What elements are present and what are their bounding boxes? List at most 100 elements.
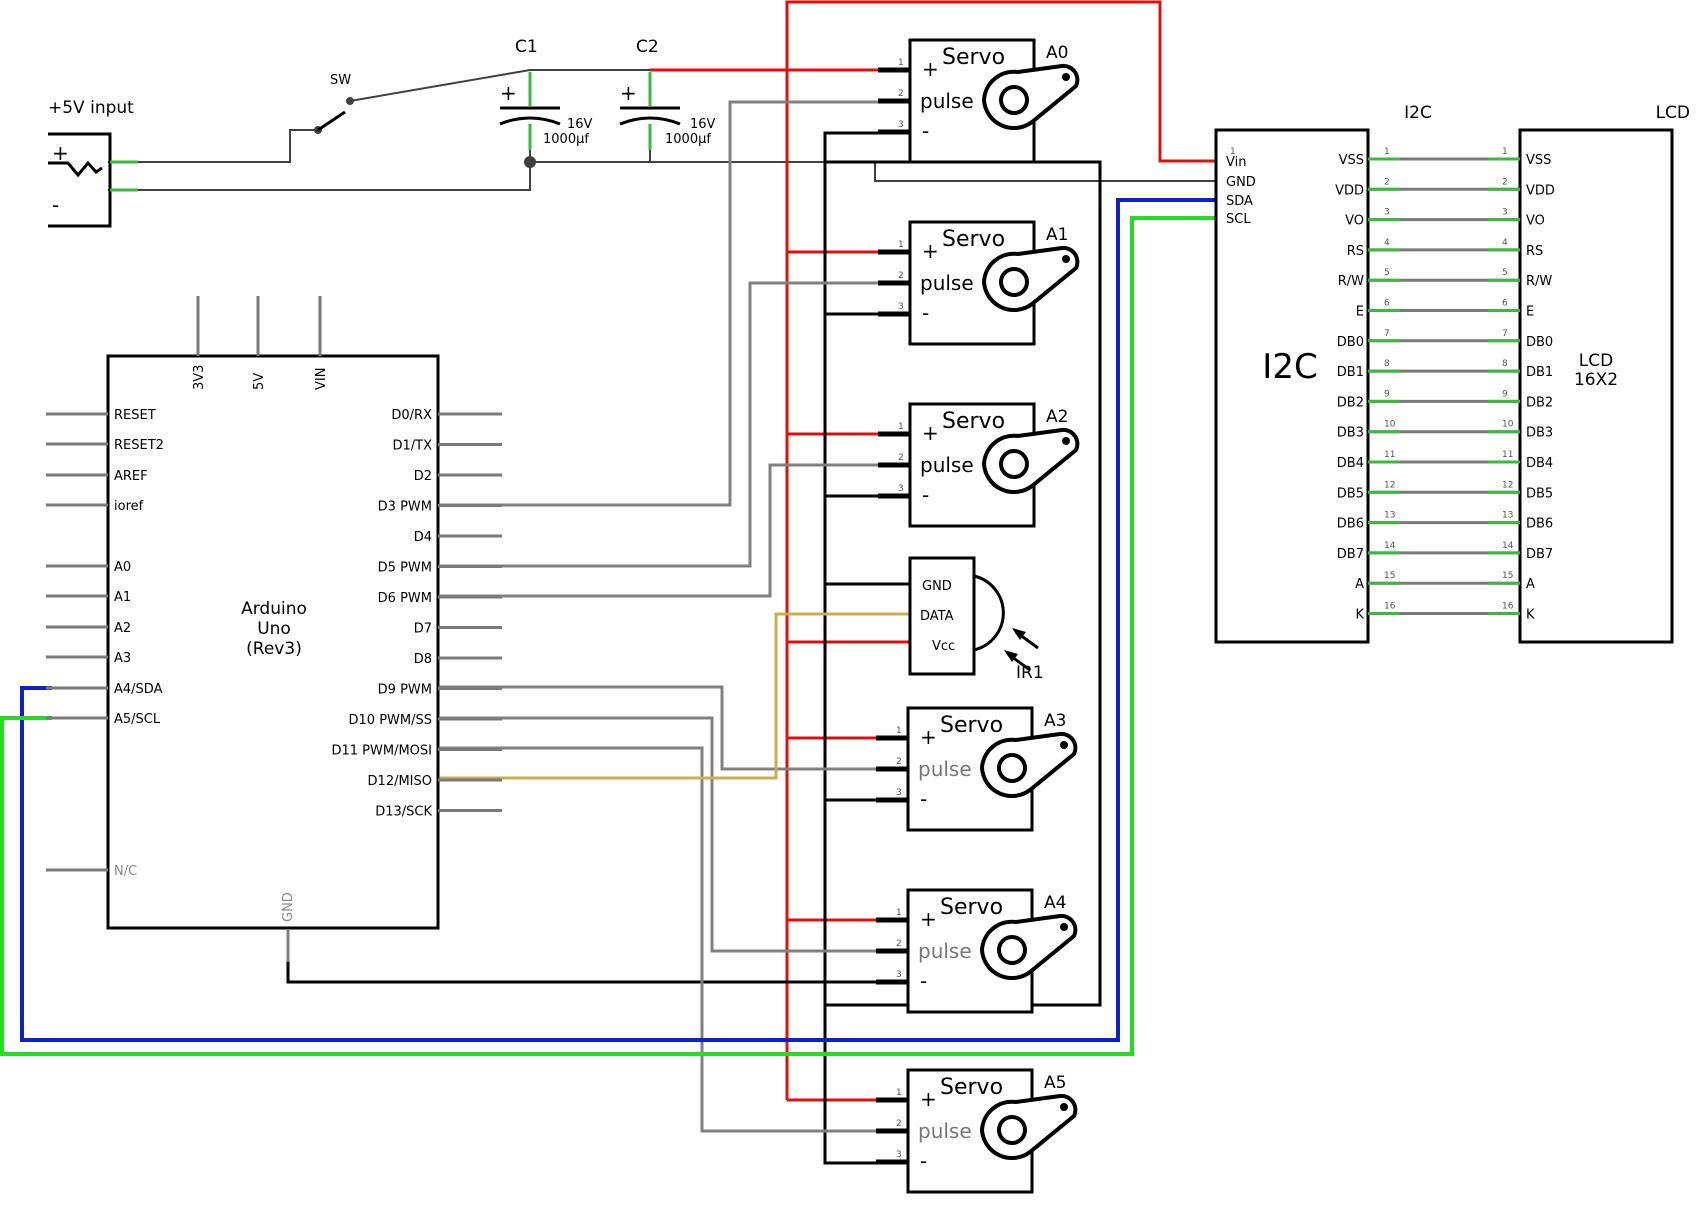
servo-plus-label: + xyxy=(920,725,937,749)
servo-name: A4 xyxy=(1044,893,1066,913)
servo-name: A5 xyxy=(1044,1073,1066,1093)
arduino-body xyxy=(106,354,440,930)
lcd-link-db7: DB7 DB7 14 14 xyxy=(1337,541,1553,562)
wires xyxy=(0,0,1216,1165)
servo-horn-hole xyxy=(1060,923,1068,931)
ir-sensor: GND DATA Vcc IR1 xyxy=(908,556,1044,683)
lcd-pin-label-db7: DB7 xyxy=(1526,547,1553,562)
power-input: +5V input + - xyxy=(48,98,138,228)
arduino-pin-label-vin: VIN xyxy=(314,368,329,390)
i2c-pin-label-db6: DB6 xyxy=(1337,517,1364,532)
i2c-pin-label-r-w: R/W xyxy=(1338,274,1364,289)
i2c-host-pin-vin: Vin xyxy=(1226,155,1246,170)
servo-title: Servo xyxy=(940,895,1003,920)
lcd-pin-label-k: K xyxy=(1526,608,1535,623)
power-input-label: +5V input xyxy=(48,98,134,118)
arduino-pin-label-d13-sck: D13/SCK xyxy=(375,805,432,820)
arduino-pin-label-d3-pwm: D3 PWM xyxy=(378,500,432,515)
servo-pin-number: 2 xyxy=(898,89,904,99)
servo-horn-hole xyxy=(1062,73,1070,81)
lcd-pin-number: 14 xyxy=(1502,541,1514,551)
servo-pin-number: 2 xyxy=(896,757,902,767)
servo-shaft-icon xyxy=(999,449,1029,479)
i2c-pin-number: 7 xyxy=(1384,329,1390,339)
wire-switch-to-c1 xyxy=(349,69,660,102)
switch-label: SW xyxy=(330,73,351,88)
arduino-pin-label-reset2: RESET2 xyxy=(114,438,164,453)
servo-minus-label: - xyxy=(922,301,929,325)
lcd-pin-label-rs: RS xyxy=(1526,244,1543,259)
c1-ground-junction xyxy=(524,156,536,168)
wire-sig-a4 xyxy=(440,716,878,953)
i2c-pin-number: 13 xyxy=(1384,511,1395,521)
servo-plus-label: + xyxy=(922,57,939,81)
arduino-pin-label-5v: 5V xyxy=(252,373,267,390)
lcd-pin-label-db3: DB3 xyxy=(1526,426,1553,441)
ir-dome xyxy=(973,574,1005,652)
i2c-pin-number: 8 xyxy=(1384,359,1390,369)
lcd-pin-label-vss: VSS xyxy=(1526,153,1551,168)
capacitor-c1: C1 + 16V 1000µf xyxy=(499,37,593,168)
power-jack-contact xyxy=(48,160,103,178)
i2c-pin-label-db7: DB7 xyxy=(1337,547,1364,562)
c2-voltage: 16V xyxy=(690,117,716,132)
servo-plus-label: + xyxy=(922,239,939,263)
c1-label: C1 xyxy=(515,37,538,57)
arduino-pin-label-d9-pwm: D9 PWM xyxy=(378,683,432,698)
arduino-pin-label-aref: AREF xyxy=(114,469,148,484)
i2c-pin-label-db2: DB2 xyxy=(1337,395,1364,410)
lcd-pin-label-db6: DB6 xyxy=(1526,517,1553,532)
arduino-pin-label-d2: D2 xyxy=(414,469,432,484)
wire-sig-a2 xyxy=(440,463,878,598)
servo-pin-number: 3 xyxy=(896,970,902,980)
servo-horn-hole xyxy=(1062,437,1070,445)
power-jack-body xyxy=(48,132,112,228)
servo-pin-number: 3 xyxy=(898,484,904,494)
lcd-pin-label-db1: DB1 xyxy=(1526,365,1553,380)
wire-input-minus xyxy=(108,162,531,191)
arduino-left-pins: RESETRESET2AREFiorefA0A1A2A3A4/SDAA5/SCL… xyxy=(46,408,164,879)
servo-minus-label: - xyxy=(922,483,929,507)
power-jack-plus: + xyxy=(52,141,69,165)
arduino-pin-label-a1: A1 xyxy=(114,590,131,605)
c1-plate-bottom xyxy=(499,116,561,126)
servo-pin-number: 2 xyxy=(896,1119,902,1129)
c2-value: 1000µf xyxy=(665,132,711,147)
servo-name: A0 xyxy=(1046,43,1068,63)
i2c-pin-label-db0: DB0 xyxy=(1337,335,1364,350)
lcd-pin-label-vdd: VDD xyxy=(1526,183,1555,198)
servo-horn-hole xyxy=(1060,741,1068,749)
lcd-pin-number: 10 xyxy=(1502,420,1514,430)
wire-sda xyxy=(20,198,1216,1042)
servo-pin-number: 3 xyxy=(896,788,902,798)
lcd-pin-label-r-w: R/W xyxy=(1526,274,1552,289)
lcd-pin-number: 5 xyxy=(1502,268,1508,278)
servo-pulse-label: pulse xyxy=(920,453,974,477)
ir-body xyxy=(908,556,976,676)
wire-cap-ground xyxy=(530,161,1216,182)
i2c-pin-number: 14 xyxy=(1384,541,1396,551)
i2c-pin-number: 1 xyxy=(1384,147,1390,157)
arduino-name-3: (Rev3) xyxy=(246,639,302,659)
ir-pin-data: DATA xyxy=(920,609,954,624)
c1-voltage: 16V xyxy=(567,117,593,132)
lcd-pin-label-db0: DB0 xyxy=(1526,335,1553,350)
servo-horn-hole xyxy=(1062,255,1070,263)
lcd-body xyxy=(1518,128,1674,644)
servo-pin-number: 1 xyxy=(896,908,902,918)
servo-title: Servo xyxy=(940,1075,1003,1100)
lcd-pin-number: 4 xyxy=(1502,238,1508,248)
i2c-pin-number: 16 xyxy=(1384,602,1396,612)
servo-pulse-label: pulse xyxy=(918,757,972,781)
